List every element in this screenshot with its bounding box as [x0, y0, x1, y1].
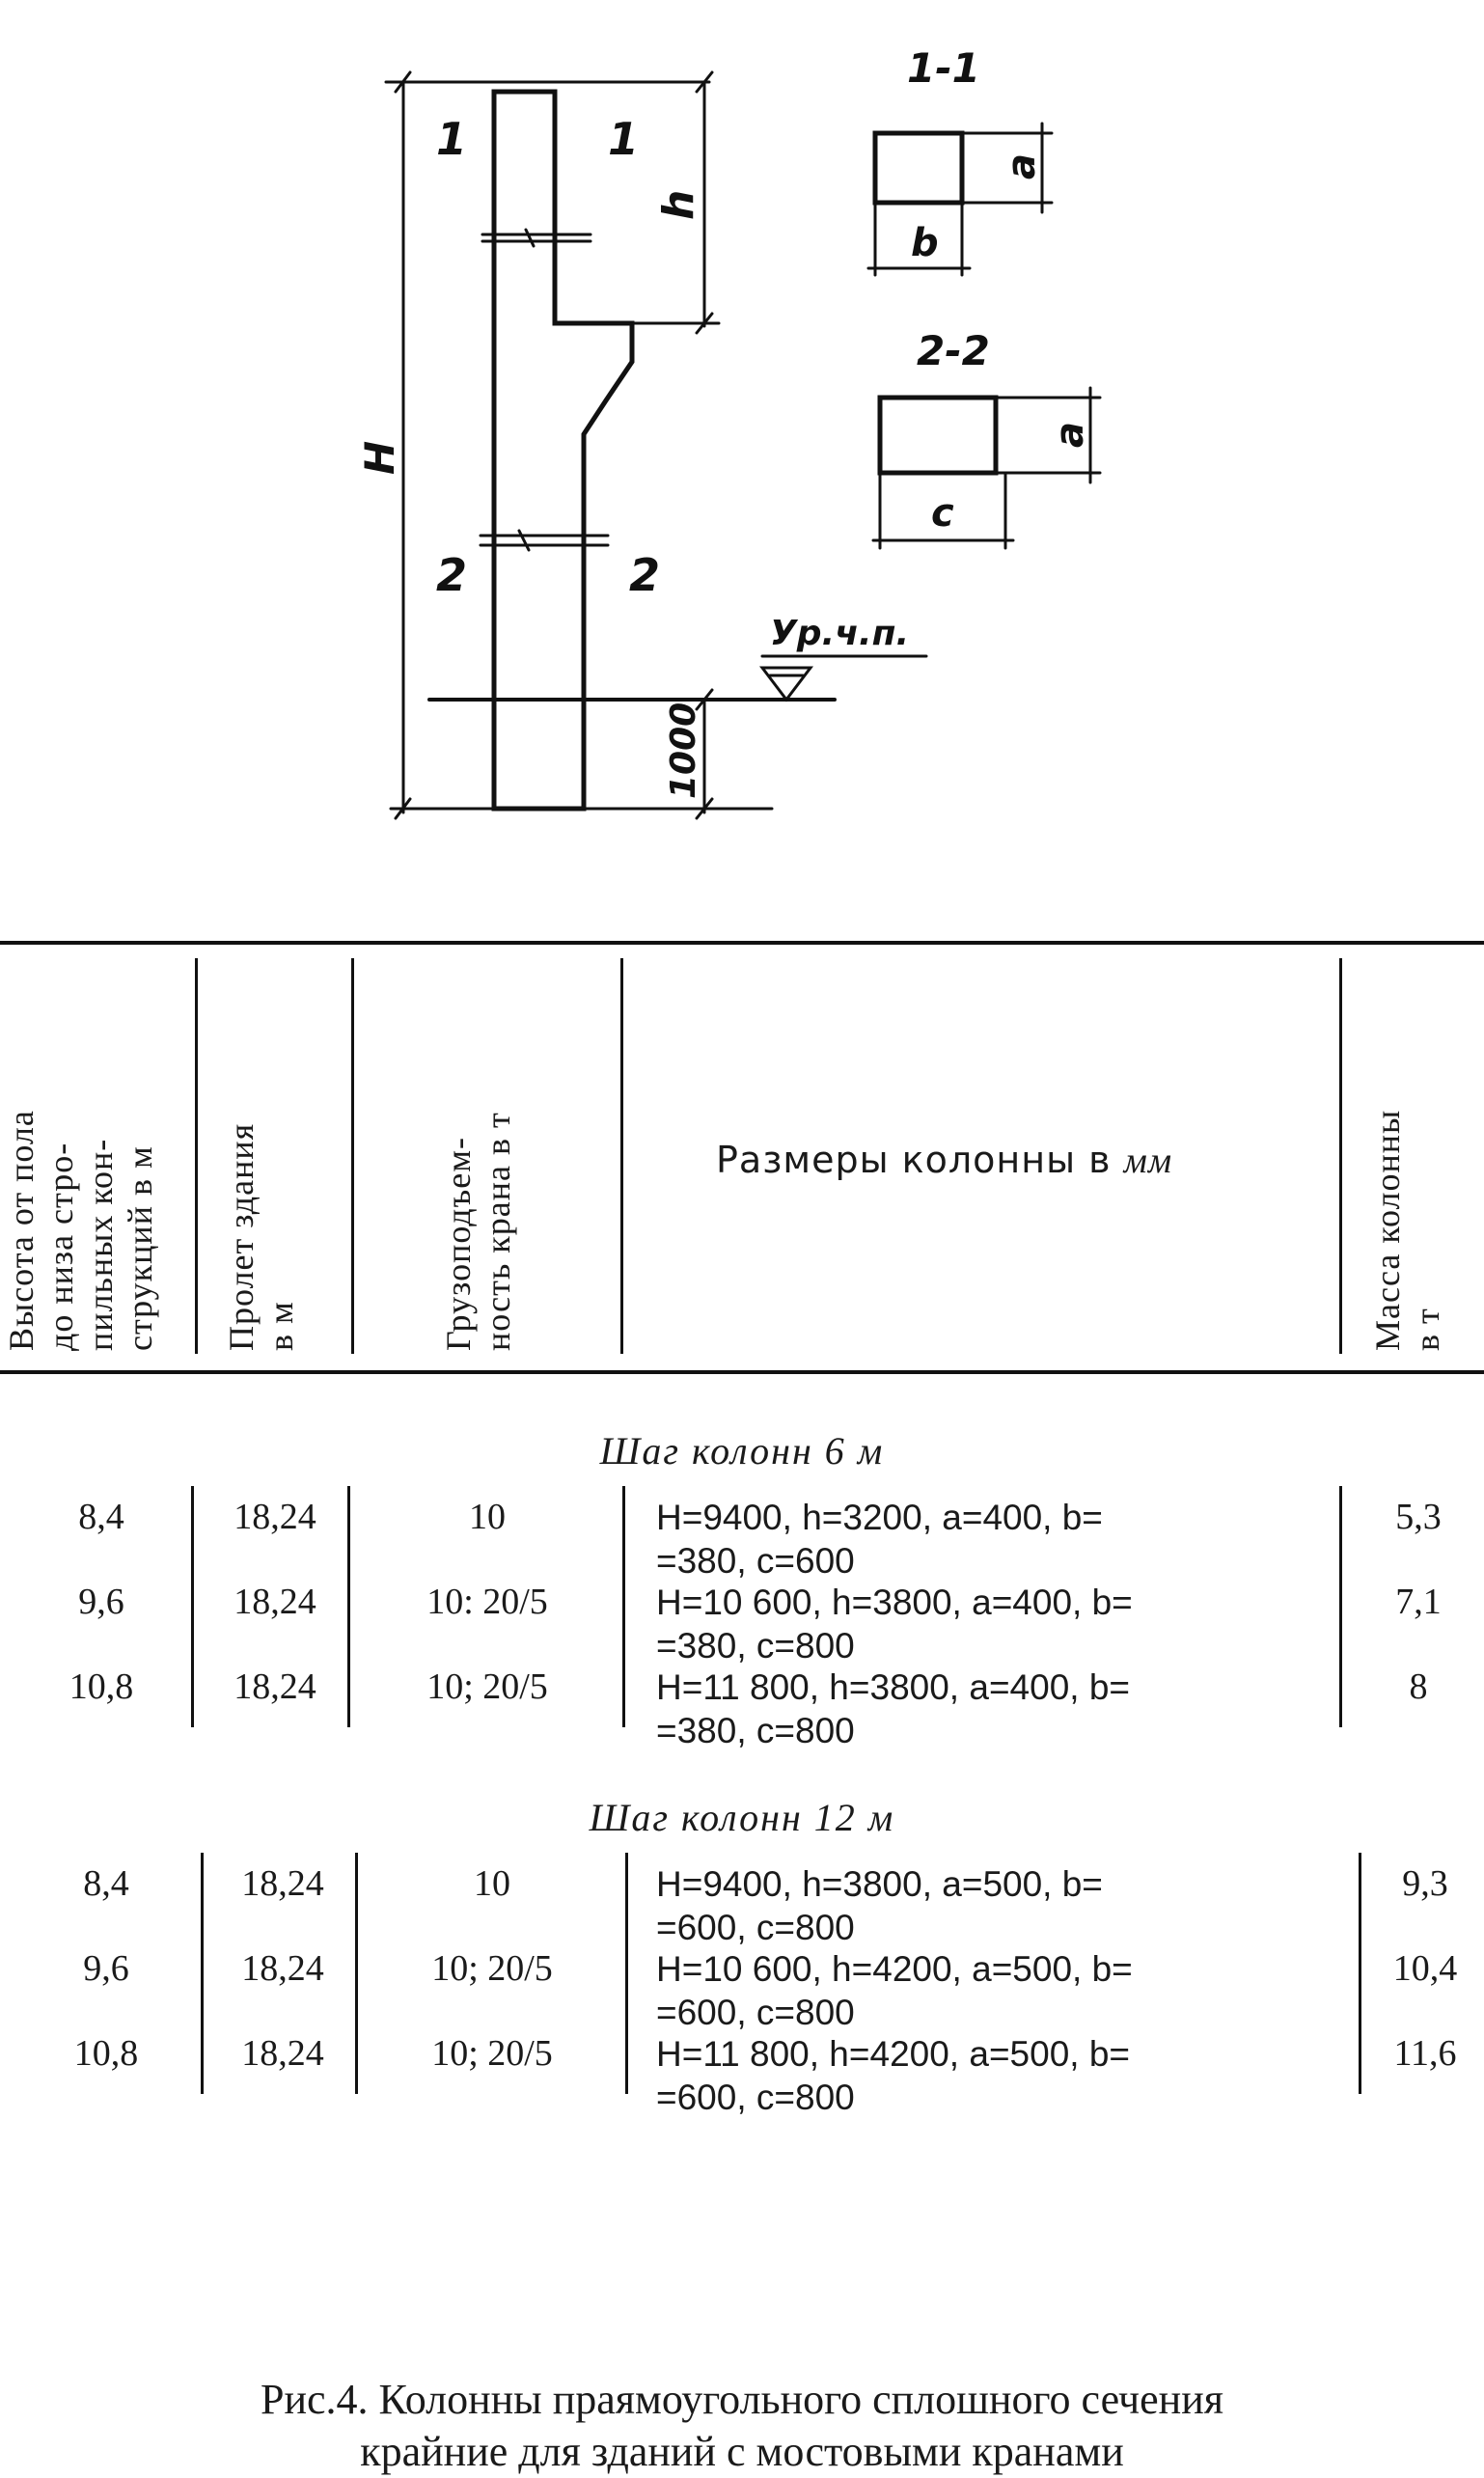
section-1-1-title: 1-1 [907, 44, 980, 92]
cut-mark-2-left: 2 [436, 549, 467, 601]
table-cell-dimensions: H=11 800, h=4200, a=500, b= =600, c=800 [656, 2034, 1131, 2117]
cut-mark-1-left: 1 [436, 113, 467, 165]
g1-divider-2 [347, 1486, 350, 1727]
table-cell-height: 9,6 [78, 1582, 124, 1622]
columns-table: Высота от пола до низа стро- пильных кон… [0, 941, 1484, 2147]
table-cell-span: 18,24 [234, 1497, 316, 1537]
table-cell-span: 18,24 [234, 1582, 316, 1622]
table-cell-load: 10: 20/5 [426, 1582, 548, 1622]
table-cell-span: 18,24 [241, 1948, 324, 1989]
table-cell-mass: 11,6 [1393, 2033, 1457, 2074]
table-cell-span: 18,24 [234, 1666, 316, 1707]
header-dimensions: Размеры колонны в мм [716, 1139, 1173, 1181]
header-span: Пролет здания в м [222, 1122, 300, 1351]
table-cell-height: 10,8 [69, 1666, 134, 1707]
group-title-6m: Шаг колонн 6 м [599, 1429, 885, 1473]
g2-divider-2 [355, 1853, 358, 2094]
section-2-2-title: 2-2 [917, 327, 990, 374]
cut-mark-2-right: 2 [629, 549, 660, 601]
table-cell-load: 10 [474, 1863, 510, 1904]
header-divider-1 [195, 958, 198, 1354]
table-cell-height: 10,8 [73, 2033, 139, 2074]
header-crane-capacity: Грузоподъем- ность крана в т [439, 1112, 517, 1351]
g1-divider-4 [1339, 1486, 1342, 1727]
dim-a-label-2: a [1048, 422, 1092, 448]
header-bottom-rule [0, 1370, 1484, 1374]
dim-h-label: h [654, 190, 703, 220]
table-cell-load: 10; 20/5 [431, 2033, 553, 2074]
table-cell-mass: 8 [1409, 1666, 1428, 1707]
dim-H-label: H [356, 441, 403, 475]
table-cell-dimensions: H=11 800, h=3800, a=400, b= =380, c=800 [656, 1667, 1131, 1750]
caption-line-1: Рис.4. Колонны праямоугольного сплошного… [260, 2376, 1223, 2423]
table-cell-mass: 9,3 [1402, 1863, 1448, 1904]
group-title-12m: Шаг колонн 12 м [589, 1796, 895, 1839]
depth-1000-label: 1000 [664, 702, 703, 799]
table-cell-dimensions: H=9400, h=3800, a=500, b= =600, c=800 [656, 1864, 1103, 1947]
table-cell-load: 10; 20/5 [426, 1666, 548, 1707]
header-height: Высота от пола до низа стро- пильных кон… [2, 1110, 159, 1351]
g2-divider-4 [1359, 1853, 1361, 2094]
header-mass: Масса колонны в т [1368, 1109, 1446, 1351]
table-cell-dimensions: H=10 600, h=3800, a=400, b= =380, c=800 [656, 1583, 1133, 1666]
table-cell-mass: 7,1 [1395, 1582, 1442, 1622]
column-drawing: 1-1 2-2 1 1 2 2 H h a b a c Ур.ч.п. 1000 [356, 44, 1102, 820]
header-divider-3 [620, 958, 623, 1354]
table-cell-load: 10; 20/5 [431, 1948, 553, 1989]
cut-mark-1-right: 1 [608, 113, 639, 165]
header-divider-4 [1339, 958, 1342, 1354]
floor-level-label: Ур.ч.п. [770, 614, 909, 653]
table-top-rule [0, 941, 1484, 945]
table-cell-height: 8,4 [83, 1863, 129, 1904]
table-cell-load: 10 [469, 1497, 506, 1537]
table-cell-height: 9,6 [83, 1948, 129, 1989]
g2-divider-1 [201, 1853, 204, 2094]
g1-divider-1 [191, 1486, 194, 1727]
table-cell-mass: 10,4 [1392, 1948, 1458, 1989]
table-cell-dimensions: H=10 600, h=4200, a=500, b= =600, c=800 [656, 1949, 1133, 2032]
dim-a-label-1: a [1000, 153, 1044, 179]
table-cell-span: 18,24 [241, 1863, 324, 1904]
table-cell-dimensions: H=9400, h=3200, a=400, b= =380, c=600 [656, 1498, 1103, 1581]
table-cell-height: 8,4 [78, 1497, 124, 1537]
header-divider-2 [351, 958, 354, 1354]
g2-divider-3 [625, 1853, 628, 2094]
figure-caption: Рис.4. Колонны праямоугольного сплошного… [0, 2374, 1484, 2478]
table-cell-span: 18,24 [241, 2033, 324, 2074]
caption-line-2: крайние для зданий с мостовыми кранами [360, 2428, 1124, 2475]
dim-c-label: c [931, 491, 954, 536]
g1-divider-3 [622, 1486, 625, 1727]
table-cell-mass: 5,3 [1395, 1497, 1442, 1537]
dim-b-label: b [911, 221, 939, 265]
